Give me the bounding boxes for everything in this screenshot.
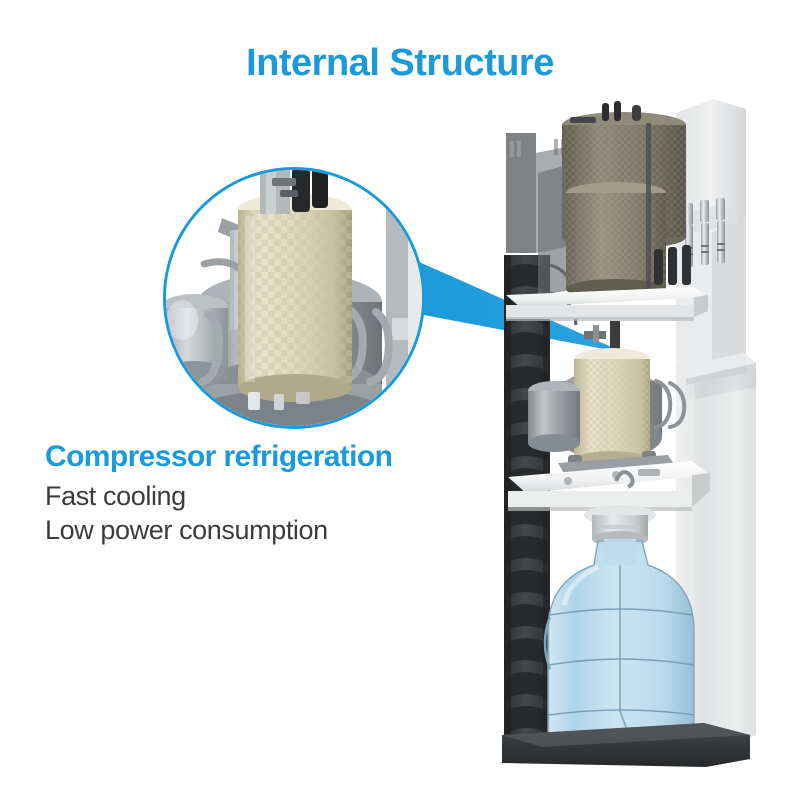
compressor (528, 321, 687, 477)
magnifier-callout[interactable] (163, 167, 425, 429)
magnifier-content (166, 170, 422, 426)
tank-terminals (570, 101, 641, 123)
hot-tank (538, 101, 691, 299)
lower-shelf (508, 461, 710, 511)
drip-tray (674, 353, 756, 379)
compressor-wire-clips (654, 379, 687, 429)
tank-bracket (538, 165, 566, 295)
bottle-body (547, 540, 695, 756)
callout-benefit-0: Fast cooling (45, 480, 186, 511)
bottle-grip (543, 616, 552, 670)
compressor-shaft (610, 321, 620, 357)
callout-text-block: Compressor refrigeration Fast cooling Lo… (45, 440, 505, 548)
faucet-valve-group (684, 198, 725, 225)
zoom-shaft (260, 170, 328, 214)
zoom-shell-slice (386, 170, 422, 426)
tank-connectors (654, 245, 691, 285)
bottle-ribs (547, 608, 695, 716)
callout-benefits: Fast cooling Low power consumption (45, 479, 505, 548)
top-housing (676, 99, 746, 235)
callout-heading: Compressor refrigeration (45, 440, 393, 473)
product-illustration (498, 95, 798, 767)
base-plinth (502, 723, 750, 767)
water-probe (614, 470, 635, 489)
tank-strut (646, 123, 651, 291)
upper-shelf (506, 287, 708, 321)
page-title: Internal Structure (246, 42, 554, 84)
faucet-spout[interactable] (701, 223, 709, 265)
callout-benefit-1: Low power consumption (45, 515, 328, 546)
zoom-bottom-tabs (248, 392, 310, 410)
zoom-compressor-winding (238, 194, 352, 402)
faucet-spout[interactable] (717, 221, 725, 263)
